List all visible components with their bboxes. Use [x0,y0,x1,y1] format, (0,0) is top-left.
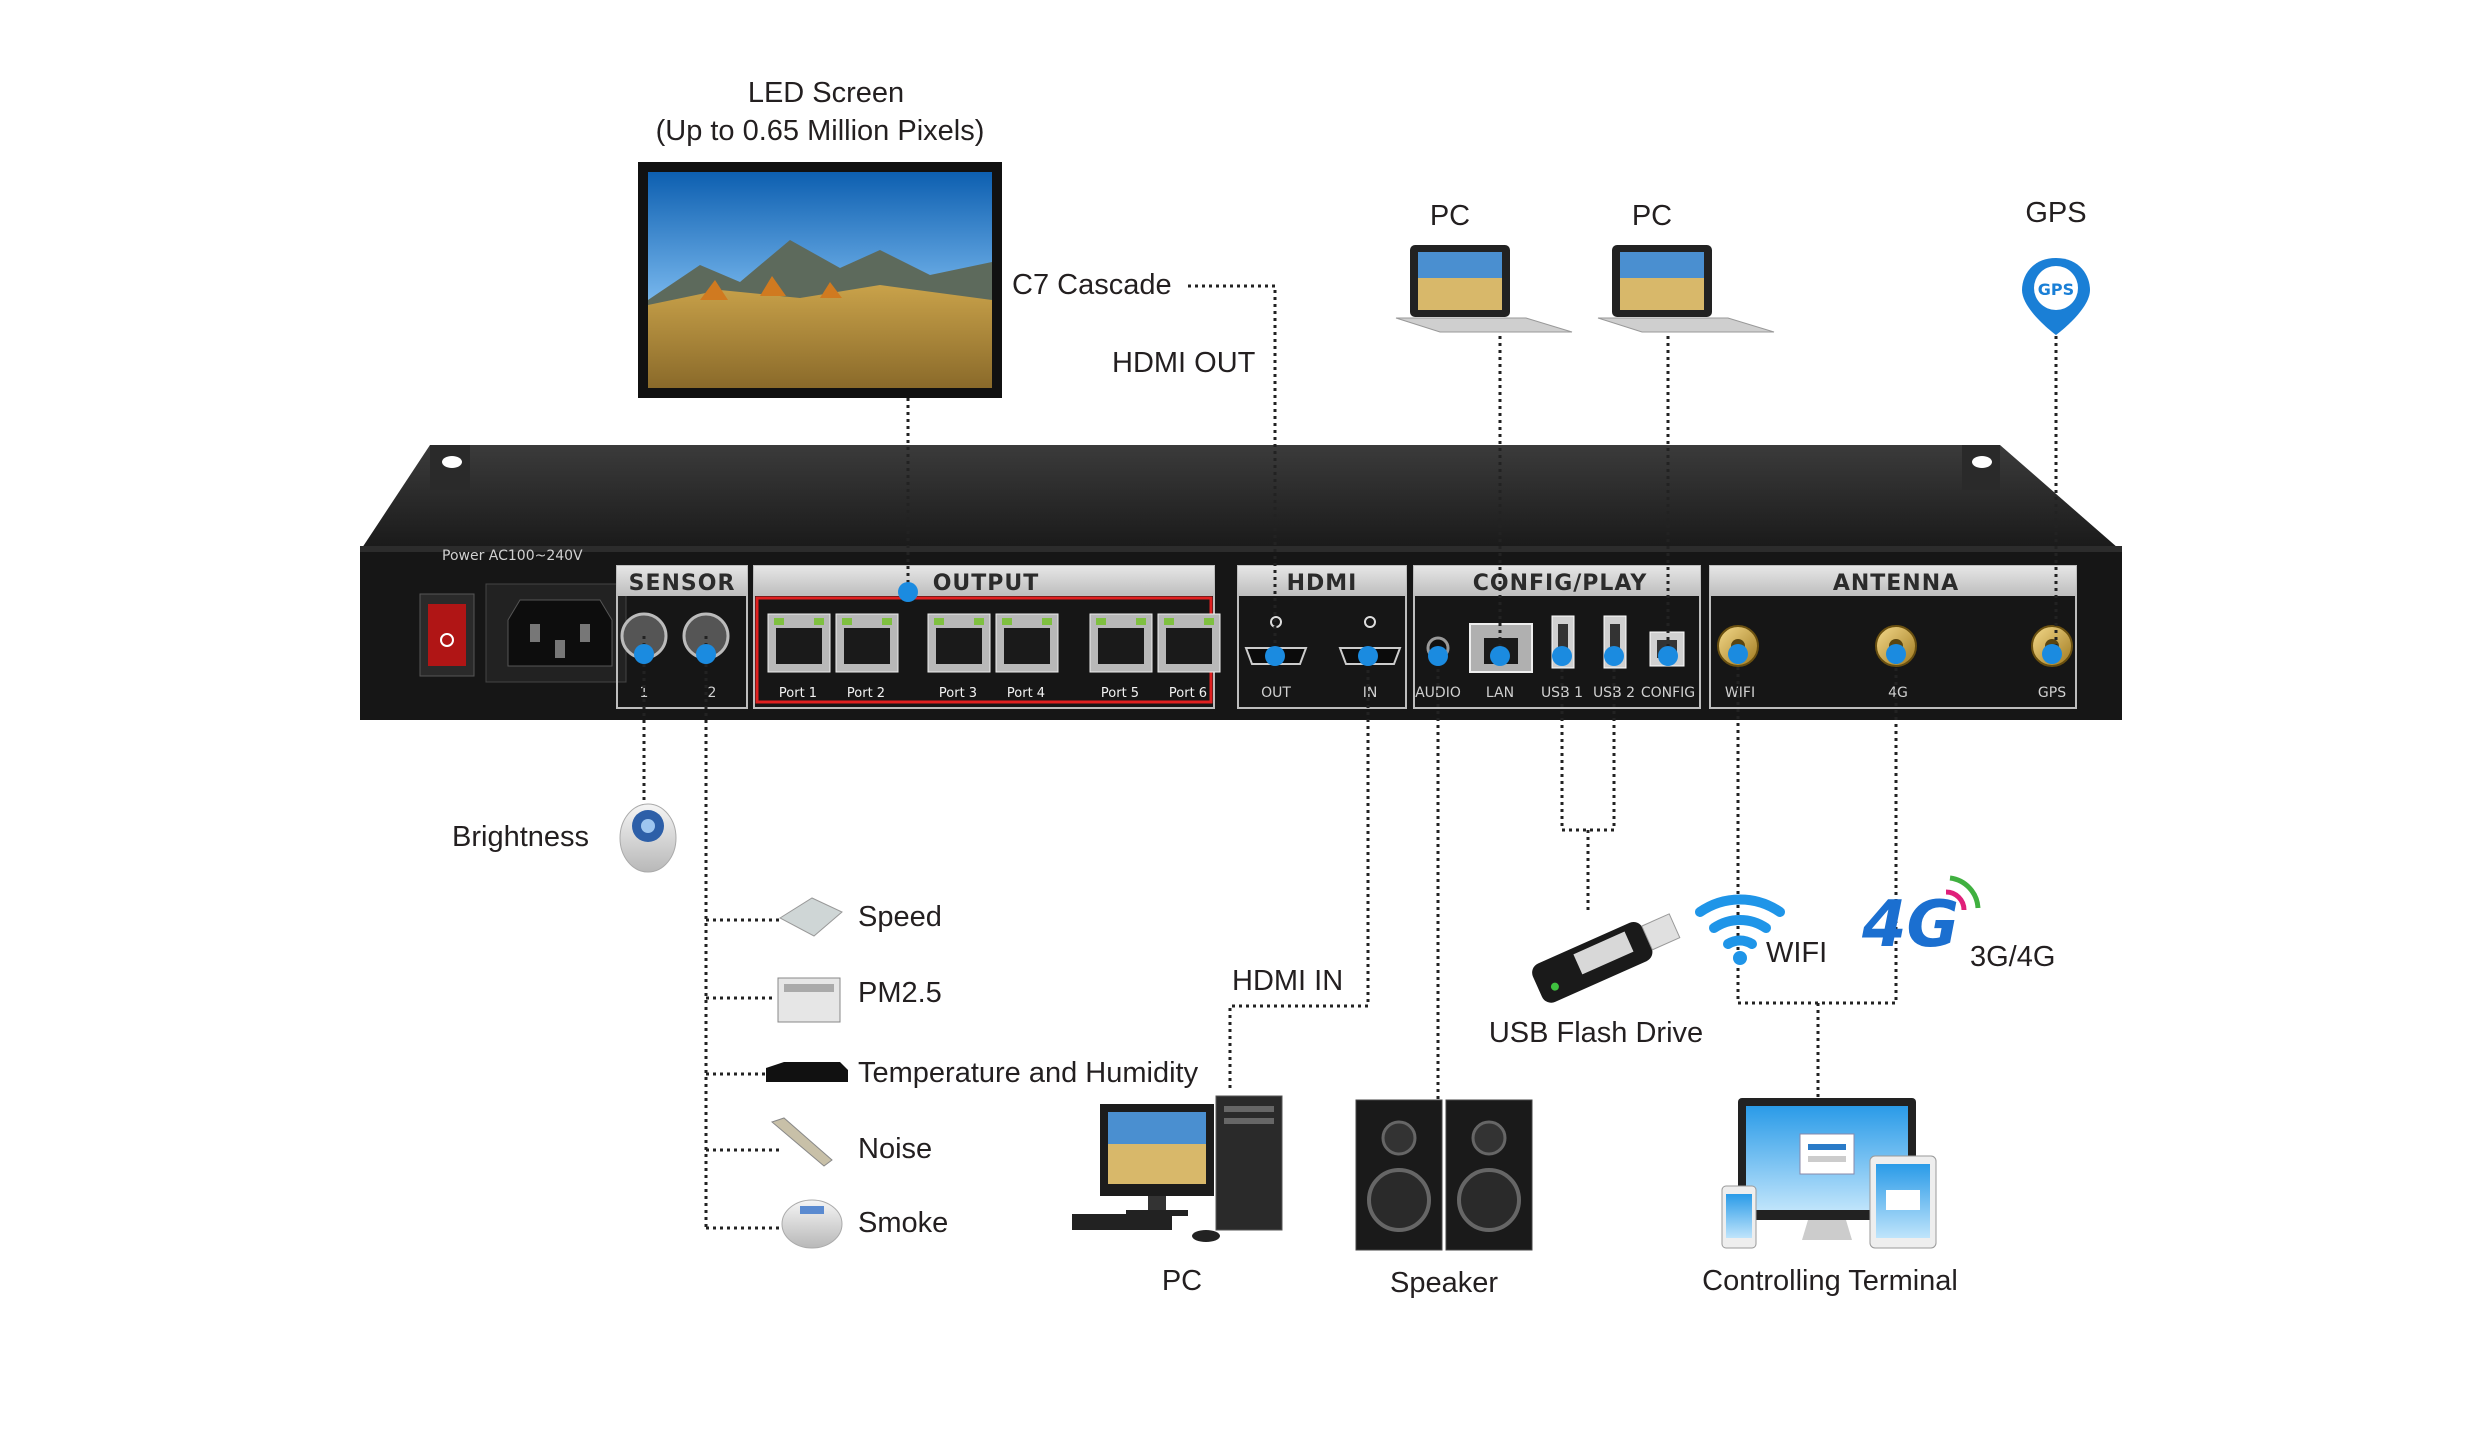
usb-flash-label: USB Flash Drive [1489,1017,1703,1049]
4g-logo-icon: 4G [1861,875,1981,962]
laptop-pc-2 [1597,245,1775,333]
antenna-panel-title: ANTENNA [1833,571,1959,596]
speaker-icon [1355,1099,1533,1251]
wifi-label: WIFI [1766,937,1827,969]
output-port-label: Port 6 [1169,686,1207,701]
speed-label: Speed [858,901,942,933]
laptop-pc-1 [1395,245,1573,333]
connector-dots [634,582,2062,666]
noise-sensor-icon [770,1117,833,1167]
sensor-port-2-label: 2 [708,685,717,701]
rj45-port-2: Port 2 [835,613,899,701]
lan-port-label: LAN [1486,685,1514,701]
brightness-label: Brightness [452,821,589,853]
output-panel-title: OUTPUT [933,571,1040,596]
output-port-label: Port 3 [939,686,977,701]
speed-sensor-icon [778,897,843,937]
wifi-icon [1695,894,1785,965]
pc-bottom-label: PC [1162,1265,1202,1297]
c7-cascade-label: C7 Cascade [1012,269,1172,301]
hdmi-panel-title: HDMI [1287,571,1358,596]
output-ports: Port 1 Port 2 Port 3 Port 4 Port 5 Port 6 [767,613,1221,701]
output-port-label: Port 1 [779,686,817,701]
gps-top-label: GPS [2025,197,2086,229]
output-port-label: Port 2 [847,686,885,701]
hdmi-in-label: HDMI IN [1232,965,1343,997]
controlling-terminal-icon [1721,1098,1937,1249]
power-label: Power AC100~240V [442,548,583,564]
power-switch[interactable] [419,593,475,677]
antenna-4g-label: 4G [1888,685,1908,701]
antenna-panel: ANTENNA WIFI 4G GPS [1709,565,2077,709]
power-inlet [485,583,627,683]
pm25-sensor-icon [777,977,841,1023]
antenna-wifi-label: WIFI [1725,685,1755,701]
config-port-label: CONFIG [1641,685,1695,701]
temperature-humidity-sensor-icon [766,1062,848,1082]
speaker-label: Speaker [1390,1267,1498,1299]
desktop-pc-icon [1072,1095,1283,1242]
gps-pin-text: GPS [2038,280,2074,299]
rj45-port-3: Port 3 [927,613,991,701]
smoke-sensor-icon [781,1199,843,1249]
led-screen-subtitle: (Up to 0.65 Million Pixels) [656,115,985,147]
pc-top-1-label: PC [1430,200,1470,232]
antenna-gps-label: GPS [2038,685,2066,701]
gps-pin-icon: GPS [2022,258,2090,335]
rj45-port-6: Port 6 [1157,613,1221,701]
rj45-port-4: Port 4 [995,613,1059,701]
output-port-label: Port 5 [1101,686,1139,701]
smoke-label: Smoke [858,1207,948,1239]
brightness-sensor-icon [619,803,677,873]
sensor-panel-title: SENSOR [629,571,736,596]
led-screen-title: LED Screen [748,77,904,109]
pm25-label: PM2.5 [858,977,942,1009]
output-port-label: Port 4 [1007,686,1045,701]
connection-lines [642,284,2058,1230]
4g-logo-text: 4G [1861,888,1959,962]
led-screen [638,162,1002,398]
pc-top-2-label: PC [1632,200,1672,232]
controlling-terminal-label: Controlling Terminal [1702,1265,1958,1297]
hdmi-in-port-label: IN [1363,685,1378,701]
hdmi-out-port-label: OUT [1261,685,1291,701]
rj45-port-1: Port 1 [767,613,831,701]
config-panel-title: CONFIG/PLAY [1473,571,1648,596]
noise-label: Noise [858,1133,932,1165]
temperature-humidity-label: Temperature and Humidity [858,1057,1199,1089]
rj45-port-5: Port 5 [1089,613,1153,701]
usb-flash-drive-icon [1532,913,1681,1003]
3g4g-label: 3G/4G [1970,941,2055,973]
hdmi-out-label: HDMI OUT [1112,347,1256,379]
